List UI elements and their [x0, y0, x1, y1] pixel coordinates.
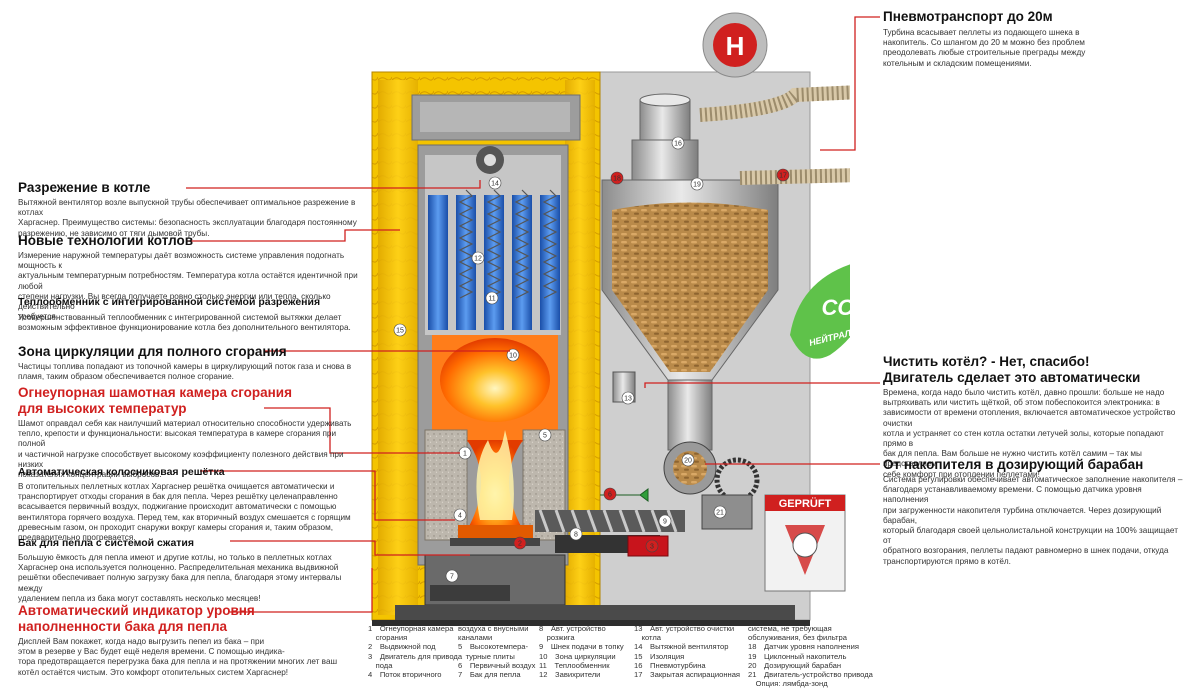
- section-title: Пневмотранспорт до 20м: [883, 9, 1053, 24]
- boiler-cutaway-illustration: H CO 2 НЕЙТРАЛЬНО GEPRÜFT 12345678910111…: [371, 12, 851, 626]
- callout-number: 19: [693, 181, 701, 188]
- callout-17: 17: [776, 168, 790, 182]
- callout-6: 6: [603, 487, 617, 501]
- section-text: Частицы топлива попадают из топочной кам…: [18, 362, 352, 382]
- callout-number: 16: [674, 140, 682, 147]
- right-section-1: Чистить котёл? - Нет, спасибо!Двигатель …: [883, 354, 1188, 480]
- section-text: Система регулировки обеспечивает автомат…: [883, 475, 1183, 566]
- callout-10: 10: [506, 348, 520, 362]
- callout-number: 14: [491, 180, 499, 187]
- callout-number: 13: [624, 395, 632, 402]
- section-title: Разрежение в котле: [18, 180, 151, 195]
- gepruft-label: GEPRÜFT: [779, 497, 832, 510]
- callout-number: 11: [488, 295, 495, 302]
- section-text: Дисплей Вам покажет, когда надо выгрузит…: [18, 637, 338, 677]
- section-text: Измерение наружной температуры даёт возм…: [18, 251, 358, 322]
- callout-number: 5: [543, 432, 547, 439]
- section-text: Турбина всасывает пеллеты из подающего ш…: [883, 28, 1086, 68]
- callout-2: 2: [513, 536, 527, 550]
- section-title: От накопителя в дозирующий барабан: [883, 457, 1144, 472]
- callout-number: 17: [779, 172, 787, 179]
- callout-5: 5: [538, 428, 552, 442]
- callout-number: 18: [613, 175, 621, 182]
- callout-19: 19: [690, 177, 704, 191]
- section-title: Бак для пепла с системой сжатия: [18, 537, 195, 549]
- section-title: Новые технологии котлов: [18, 233, 194, 248]
- callout-number: 8: [574, 531, 578, 538]
- callout-3: 3: [645, 539, 659, 553]
- h-badge-letter: H: [726, 31, 745, 61]
- right-section-0: Пневмотранспорт до 20м Турбина всасывает…: [883, 9, 1183, 69]
- left-section-3: Зона циркуляции для полного сгорания Час…: [18, 344, 363, 382]
- section-title: Автоматическая колосниковая решётка: [18, 466, 225, 478]
- section-title: Зона циркуляции для полного сгорания: [18, 344, 287, 359]
- left-section-1: Новые технологии котлов Измерение наружн…: [18, 233, 363, 322]
- co2-label: CO: [822, 295, 851, 320]
- callout-number: 21: [716, 509, 724, 516]
- callout-11: 11: [485, 291, 499, 305]
- right-section-2: От накопителя в дозирующий барабан Систе…: [883, 457, 1188, 567]
- section-text: В отопительных пеллетных котлах Харгасне…: [18, 482, 351, 543]
- left-section-2: Теплообменник с интегрированной системой…: [18, 294, 363, 333]
- callout-15: 15: [393, 323, 407, 337]
- section-title: Теплообменник с интегрированной системой…: [18, 296, 321, 308]
- callout-number: 12: [474, 255, 482, 262]
- callout-number: 3: [650, 543, 654, 550]
- callout-13: 13: [621, 391, 635, 405]
- callout-20: 20: [681, 453, 695, 467]
- callout-number: 2: [518, 540, 522, 547]
- callout-number: 9: [663, 518, 667, 525]
- callout-number: 20: [684, 457, 692, 464]
- callout-18: 18: [610, 171, 624, 185]
- left-section-6: Бак для пепла с системой сжатия Большую …: [18, 535, 363, 604]
- callout-number: 4: [458, 512, 462, 519]
- section-title: Чистить котёл? - Нет, спасибо!Двигатель …: [883, 354, 1141, 385]
- section-text: Шамот оправдал себя как наилучший матери…: [18, 419, 352, 480]
- section-text: Усовершенствованный теплообменник с инте…: [18, 313, 351, 333]
- callout-7: 7: [445, 569, 459, 583]
- callout-14: 14: [488, 176, 502, 190]
- callout-number: 10: [509, 352, 517, 359]
- callout-4: 4: [453, 508, 467, 522]
- callout-8: 8: [569, 527, 583, 541]
- callout-number: 1: [463, 450, 467, 457]
- callout-9: 9: [658, 514, 672, 528]
- callout-21: 21: [713, 505, 727, 519]
- left-section-5: Автоматическая колосниковая решётка В от…: [18, 464, 363, 543]
- callout-number: 7: [450, 573, 454, 580]
- callout-16: 16: [671, 136, 685, 150]
- left-section-0: Разрежение в котле Вытяжной вентилятор в…: [18, 180, 363, 239]
- section-text: Времена, когда надо было чистить котёл, …: [883, 388, 1176, 479]
- section-text: Вытяжной вентилятор возле выпускной труб…: [18, 198, 357, 238]
- callout-12: 12: [471, 251, 485, 265]
- callout-number: 6: [608, 491, 612, 498]
- section-text: Большую ёмкость для пепла имеют и другие…: [18, 553, 342, 603]
- callout-number: 15: [396, 327, 404, 334]
